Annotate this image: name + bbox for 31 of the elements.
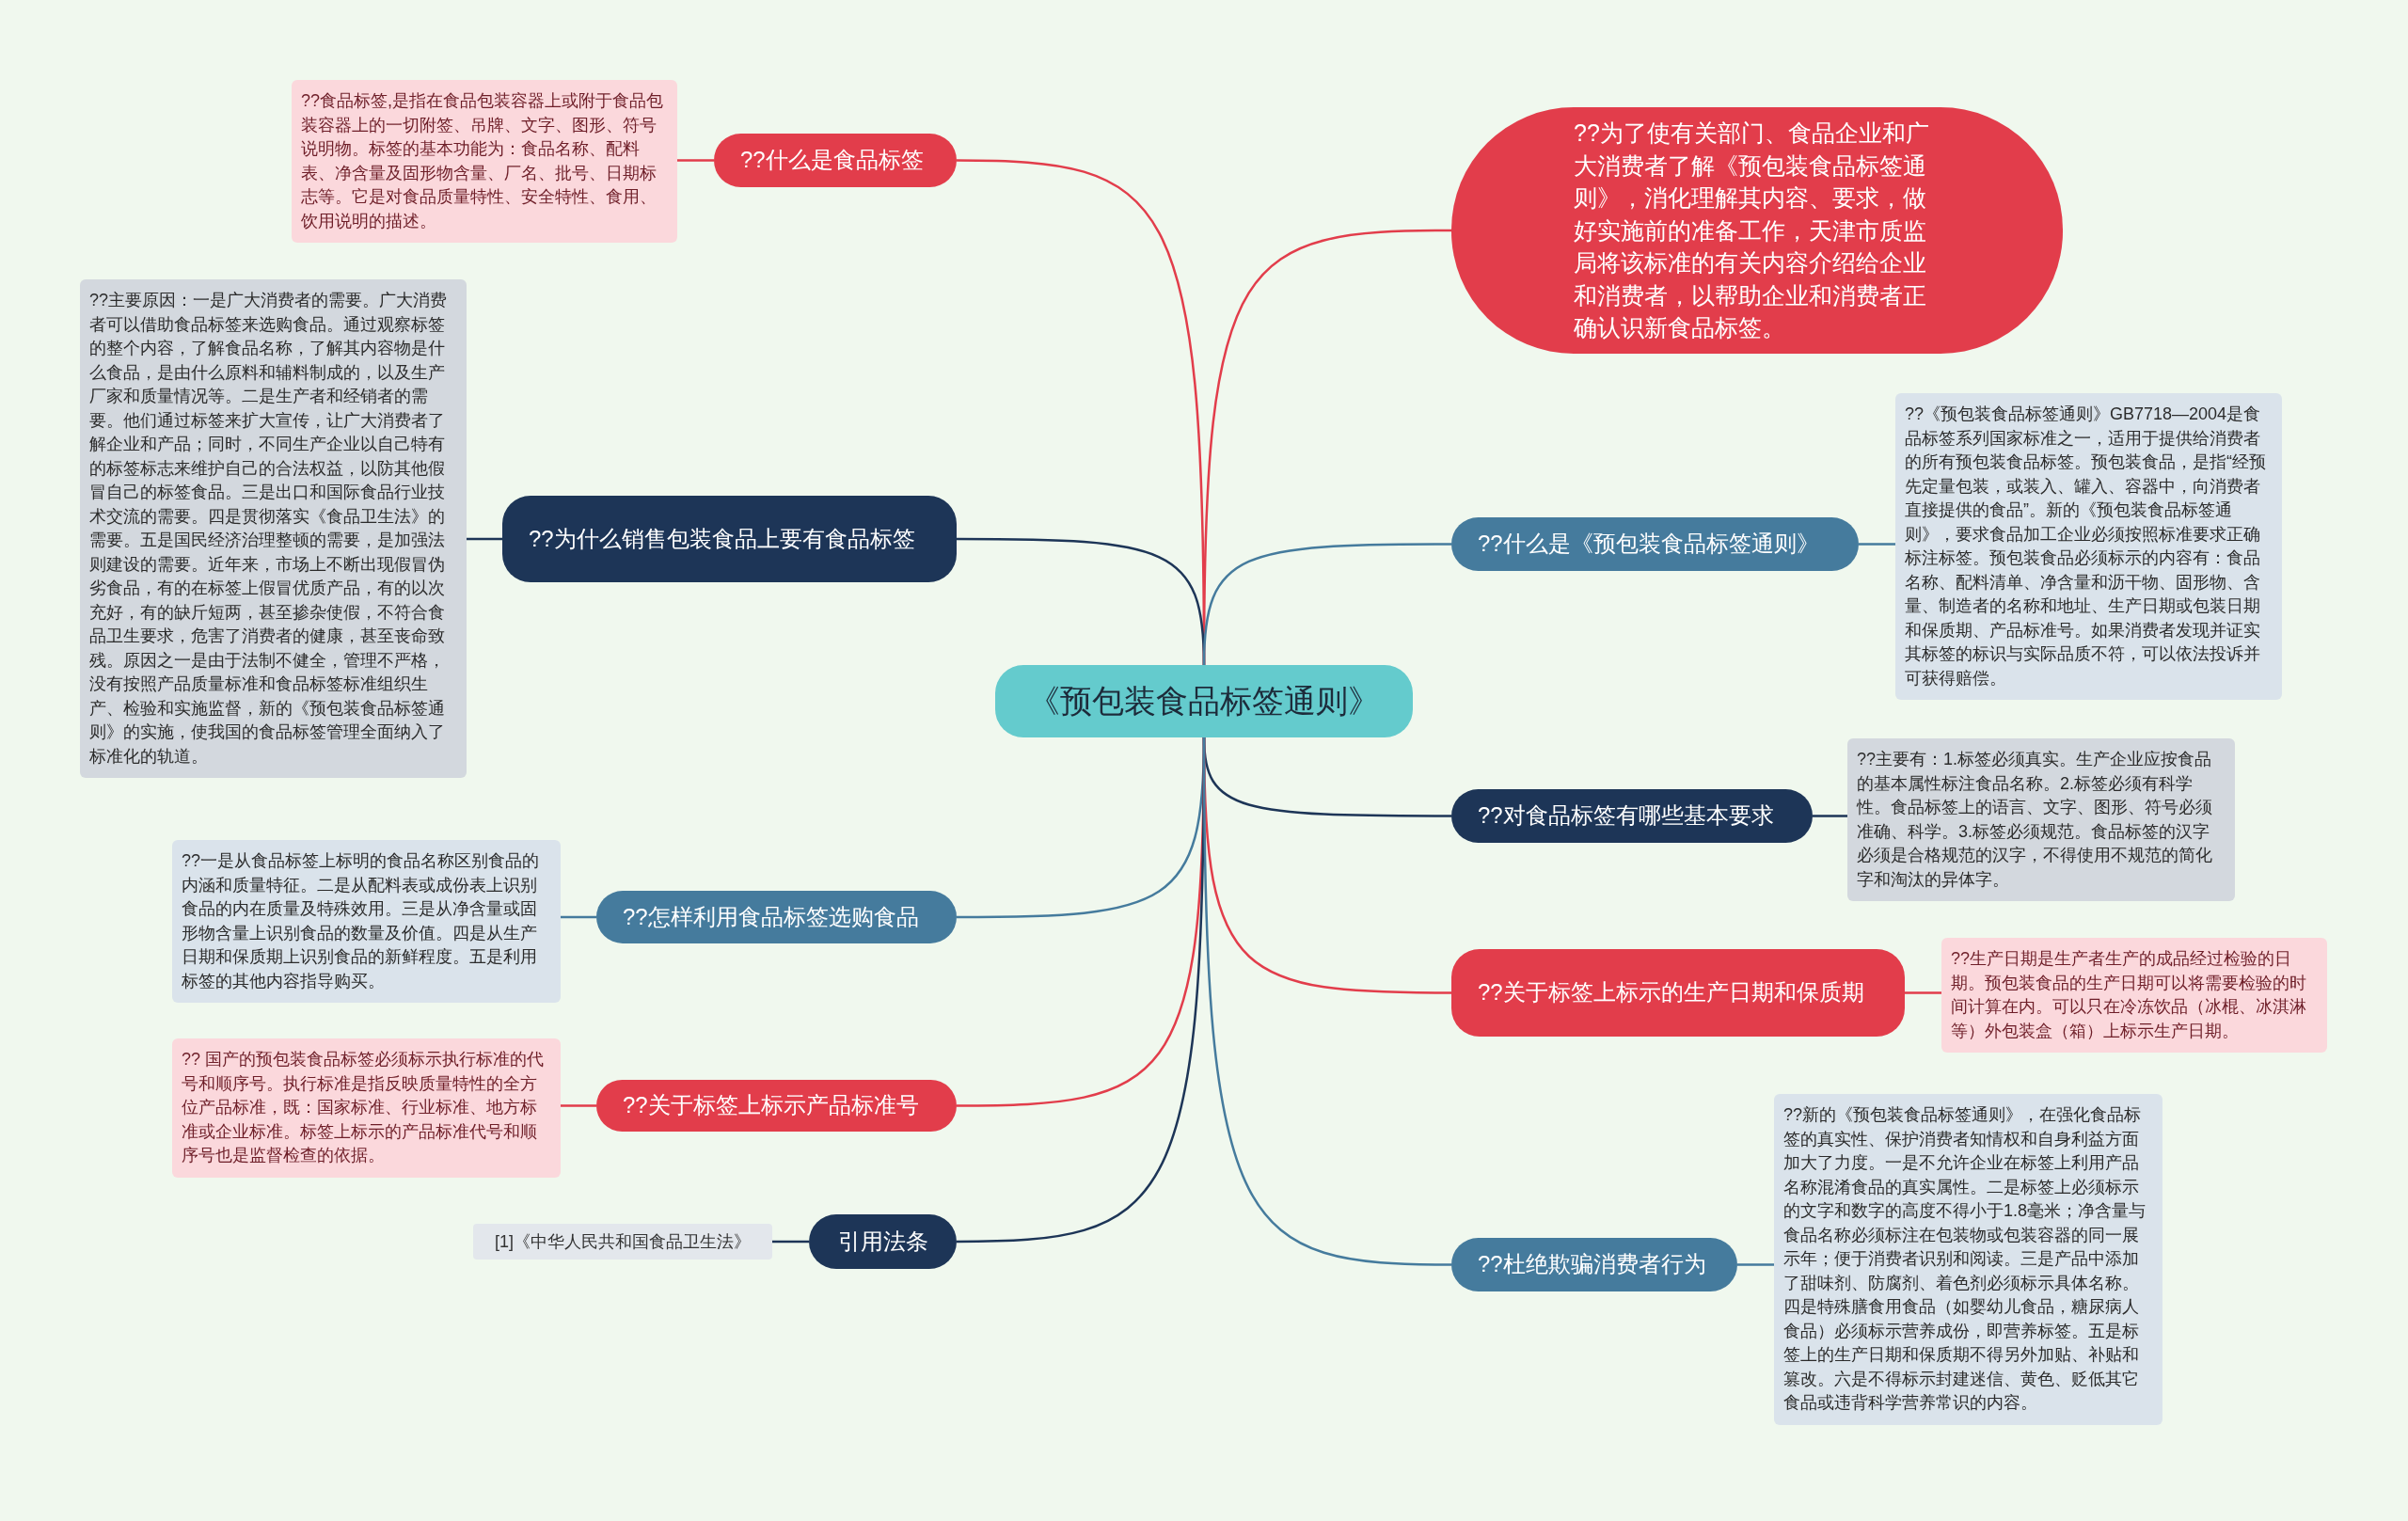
- note-box: ??《预包装食品标签通则》GB7718—2004是食品标签系列国家标准之一，适用于提供给消费者的所有预包装食品标签。预包装食品，是指“经预先定量包装，或装入、罐入、容器中，向消费者直接提供的食品”。新的《预包装食品标签通则》，要求食品加工企业必须按照标准要求正确标注标签。预包装食品必须标示的内容有：食品名称、配料清单、净含量和沥干物、固形物、含量、制造者的名称和地址、生产日期或包装日期和保质期、产品标准号。如果消费者发现并证实其标签的标识与实际品质不符，可以依法投诉并可获得赔偿。: [1895, 393, 2282, 700]
- connector-line: [1859, 543, 1895, 546]
- reference-box: [1]《中华人民共和国食品卫生法》: [473, 1224, 772, 1260]
- topic-box: ??什么是《预包装食品标签通则》: [1451, 517, 1859, 571]
- topic-box: ??杜绝欺骗消费者行为: [1451, 1238, 1737, 1291]
- topic-box: ??关于标签上标示产品标准号: [596, 1080, 957, 1132]
- connector-line: [677, 159, 714, 162]
- connector-line: [772, 1240, 809, 1244]
- topic-box: ??怎样利用食品标签选购食品: [596, 891, 957, 943]
- note-box: ??主要有：1.标签必须真实。生产企业应按食品的基本属性标注食品名称。2.标签必须有科学性。食品标签上的语言、文字、图形、符号必须准确、科学。3.标签必须规范。食品标签的汉字必须是合格规范的汉字，不得使用不规范的简化字和淘汰的异体字。: [1847, 738, 2235, 901]
- connector-line: [1905, 991, 1941, 994]
- connector-line: [1737, 1263, 1774, 1266]
- topic-box: ??对食品标签有哪些基本要求: [1451, 789, 1813, 843]
- topic-bubble: ??为了使有关部门、食品企业和广大消费者了解《预包装食品标签通则》，消化理解其内容、要求，做好实施前的准备工作，天津市质监局将该标准的有关内容介绍给企业和消费者，以帮助企业和消费者正确认识新食品标签。: [1451, 107, 2063, 354]
- note-box: ??食品标签,是指在食品包装容器上或附于食品包装容器上的一切附签、吊牌、文字、图形、符号说明物。标签的基本功能为：食品名称、配料表、净含量及固形物含量、厂名、批号、日期标志等。它是对食品质量特性、安全特性、食用、饮用说明的描述。: [292, 80, 677, 243]
- note-box: ??主要原因：一是广大消费者的需要。广大消费者可以借助食品标签来选购食品。通过观察标签的整个内容，了解食品名称，了解其内容物是什么食品，是由什么原料和辅料制成的，以及生产厂家和质量情况等。二是生产者和经销者的需要。他们通过标签来扩大宣传，让广大消费者了解企业和产品；同时，不同生产企业以自己特有的标签标志来维护自己的合法权益，以防其他假冒自己的标签食品。三是出口和国际食品行业技术交流的需要。四是贯彻落实《食品卫生法》的需要。五是国民经济治理整顿的需要，是加强法则建设的需要。近年来，市场上不断出现假冒伪劣食品，有的在标签上假冒优质产品，有的以次充好，有的缺斤短两，甚至掺杂使假，不符合食品卫生要求，危害了消费者的健康，甚至丧命致残。原因之一是由于法制不健全，管理不严格，没有按照产品质量标准和食品标签标准组织生产、检验和实施监督，新的《预包装食品标签通则》的实施，使我国的食品标签管理全面纳入了标准化的轨道。: [80, 279, 467, 778]
- note-box: ??新的《预包装食品标签通则》，在强化食品标签的真实性、保护消费者知情权和自身利益方面加大了力度。一是不允许企业在标签上利用产品名称混淆食品的真实属性。二是标签上必须标示的文字和数字的高度不得小于1.8毫米；净含量与食品名称必须标注在包装物或包装容器的同一展示年；便于消费者识别和阅读。三是产品中添加了甜味剂、防腐剂、着色剂必须标示具体名称。四是特殊膳食用食品（如婴幼儿食品，糖尿病人食品）必须标示营养成份，即营养标签。五是标签上的生产日期和保质期不得另外加贴、补贴和篡改。六是不得标示封建迷信、黄色、贬低其它食品或违背科学营养常识的内容。: [1774, 1094, 2162, 1425]
- topic-box: ??关于标签上标示的生产日期和保质期: [1451, 949, 1905, 1037]
- topic-box: 引用法条: [809, 1214, 957, 1269]
- connector-line: [1813, 815, 1847, 817]
- topic-box: ??什么是食品标签: [714, 134, 957, 187]
- note-box: ??一是从食品标签上标明的食品名称区别食品的内涵和质量特征。二是从配料表或成份表上识别食品的内在质量及特殊效用。三是从净含量或固形物含量上识别食品的数量及价值。四是从生产日期和保质期上识别食品的新鲜程度。五是利用标签的其他内容指导购买。: [172, 840, 561, 1003]
- central-topic: 《预包装食品标签通则》: [995, 665, 1413, 737]
- topic-box: ??为什么销售包装食品上要有食品标签: [502, 496, 957, 582]
- connector-line: [561, 1104, 596, 1107]
- note-box: ??生产日期是生产者生产的成品经过检验的日期。预包装食品的生产日期可以将需要检验的时间计算在内。可以只在冷冻饮品（冰棍、冰淇淋等）外包装盒（箱）上标示生产日期。: [1941, 938, 2327, 1053]
- connector-line: [1202, 737, 1452, 1266]
- connector-line: [561, 915, 596, 919]
- connector-line: [467, 537, 502, 541]
- connector-line: [1202, 543, 1451, 666]
- note-box: ?? 国产的预包装食品标签必须标示执行标准的代号和顺序号。执行标准是指反映质量特性的全方位产品标准，既：国家标准、行业标准、地方标准或企业标准。标签上标示的产品标准代号和顺序号也是监督检查的依据。: [172, 1038, 561, 1178]
